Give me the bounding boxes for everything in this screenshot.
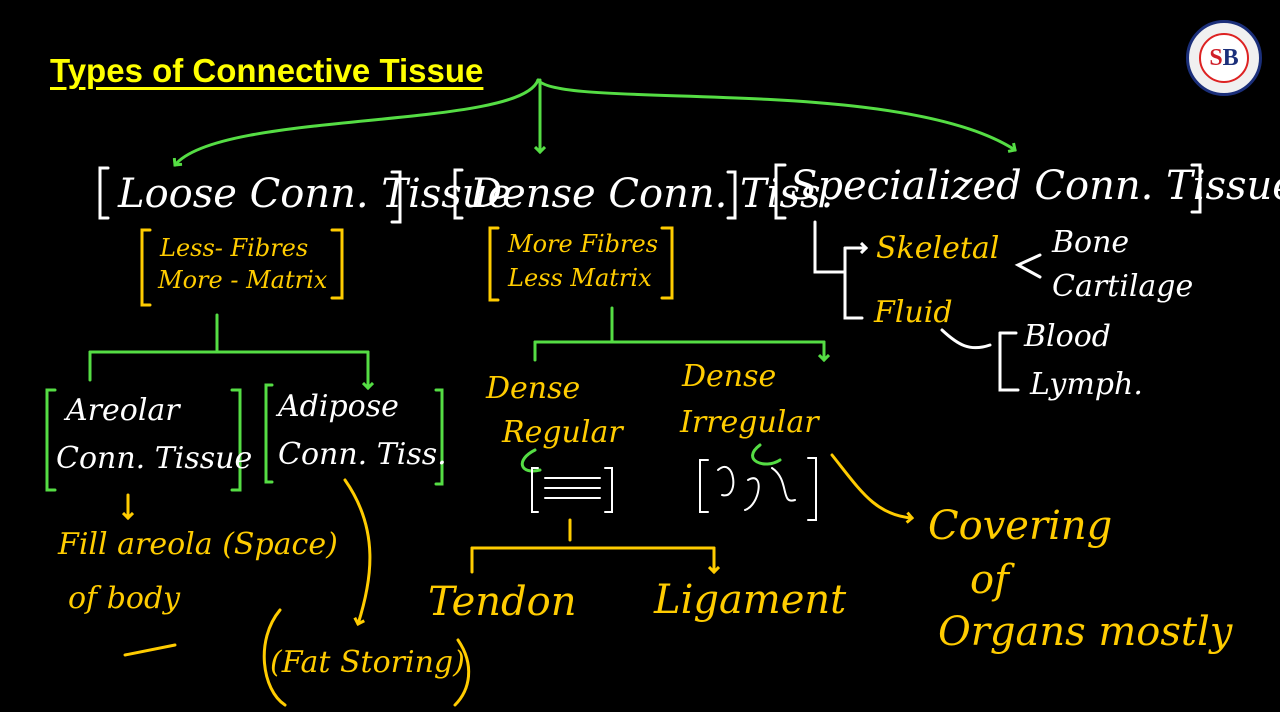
specialized-tissue-label: Specialized Conn. Tissue	[790, 163, 1280, 209]
areolar-label-line1: Areolar	[66, 393, 180, 428]
irregular-note-line2: of	[970, 557, 1009, 603]
loose-trait-1: Less- Fibres	[160, 234, 309, 262]
regular-squiggle	[521, 448, 542, 473]
link-title-to-specialized	[536, 78, 1015, 150]
link-skeletal-items	[1014, 253, 1042, 279]
irregular-squiggle	[751, 443, 782, 466]
irregular-note-line3: Organs mostly	[938, 609, 1233, 655]
areolar-note-line2: of body	[68, 581, 181, 616]
dense-trait-1: More Fibres	[508, 230, 659, 258]
dense-irregular-label-line1: Dense	[682, 359, 777, 394]
page-title: Types of Connective Tissue	[50, 52, 484, 89]
fluid-item-blood: Blood	[1024, 319, 1111, 354]
example-tendon: Tendon	[428, 579, 577, 625]
dense-regular-label-line2: Regular	[502, 415, 623, 450]
link-specialized-stem	[813, 220, 847, 274]
fluid-label: Fluid	[874, 295, 953, 330]
dense-regular-label-line1: Dense	[486, 371, 581, 406]
link-irregular-note	[830, 453, 912, 518]
areolar-label-line2: Conn. Tissue	[56, 441, 253, 476]
adipose-label-line2: Conn. Tiss.	[278, 437, 447, 472]
irregular-note-line1: Covering	[928, 503, 1113, 549]
link-fluid-items	[940, 328, 992, 350]
loose-tissue-label: Loose Conn. Tissue	[118, 171, 512, 217]
skeletal-label: Skeletal	[876, 231, 1000, 266]
loose-trait-2: More - Matrix	[158, 266, 328, 294]
dense-irregular-label-line2: Irregular	[680, 405, 819, 440]
adipose-note: (Fat Storing)	[270, 645, 465, 680]
skeletal-item-cartilage: Cartilage	[1052, 269, 1194, 304]
logo-letter-b: B	[1222, 44, 1239, 71]
link-skeletal-fluid	[843, 246, 864, 320]
areolar-underline	[123, 643, 177, 657]
fluid-item-lymph: Lymph.	[1030, 367, 1143, 402]
dense-trait-2: Less Matrix	[508, 264, 652, 292]
example-ligament: Ligament	[654, 577, 847, 623]
link-adipose-note	[343, 478, 372, 624]
logo-letter-s: S	[1209, 44, 1223, 71]
link-fluid-bar	[998, 331, 1020, 392]
dense-tissue-label: Dense Conn. Tiss.	[470, 171, 834, 217]
link-title-to-loose	[175, 78, 540, 165]
adipose-label-line1: Adipose	[278, 389, 399, 424]
skeletal-item-bone: Bone	[1052, 225, 1130, 260]
areolar-note-line1: Fill areola (Space)	[58, 527, 338, 562]
